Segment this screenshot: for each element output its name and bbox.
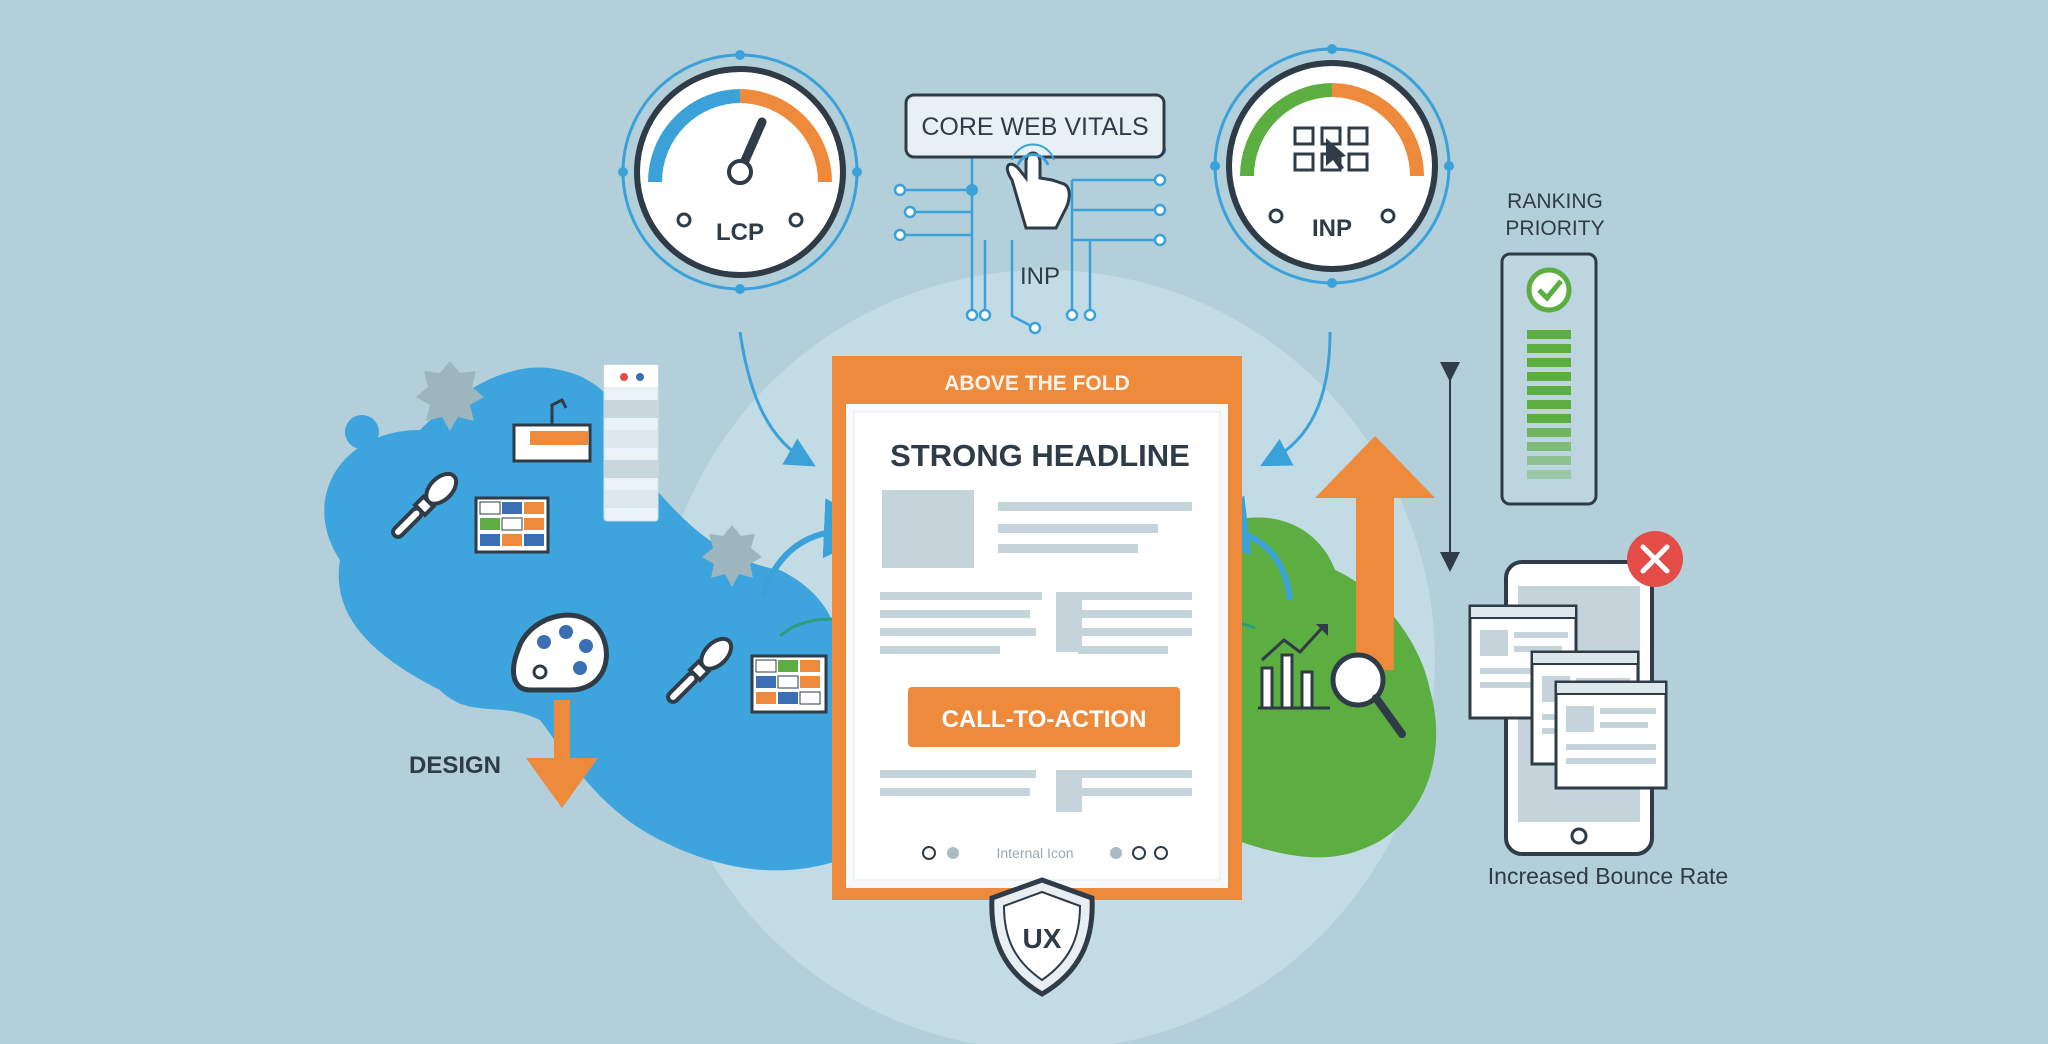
bounce-rate-label: Increased Bounce Rate <box>1488 863 1728 889</box>
page-mockup: ABOVE THE FOLD STRONG HEADLINE CALL-TO-A… <box>832 356 1242 900</box>
strong-headline: STRONG HEADLINE <box>890 438 1190 473</box>
column-divider <box>1056 592 1082 652</box>
text-line <box>880 628 1036 636</box>
above-fold-label: ABOVE THE FOLD <box>944 372 1130 395</box>
palette-icon <box>511 612 609 693</box>
hero-image-placeholder <box>882 490 974 568</box>
pager-dot[interactable] <box>947 847 959 859</box>
cta-button[interactable] <box>908 687 1180 747</box>
swatch-strip <box>603 364 659 522</box>
footer-text: Internal Icon <box>996 845 1073 861</box>
text-line <box>880 646 1000 654</box>
text-line <box>880 610 1030 618</box>
text-line <box>1078 646 1168 654</box>
gear-icon <box>702 525 762 587</box>
arrow-inp-to-page <box>1260 331 1332 467</box>
text-line <box>880 788 1030 796</box>
pager-dot[interactable] <box>1154 846 1168 860</box>
arrow-lcp-to-page <box>738 331 816 467</box>
ranking-meter <box>1500 252 1598 506</box>
text-line <box>998 524 1158 533</box>
pager-dot[interactable] <box>1132 846 1146 860</box>
text-line <box>1078 628 1192 636</box>
text-line <box>880 770 1036 778</box>
inp-gauge-label: INP <box>1312 215 1352 242</box>
ux-badge-label: UX <box>1023 923 1062 954</box>
text-line <box>998 544 1138 553</box>
blob-bubble-1 <box>345 415 379 449</box>
hand-pointer-icon <box>1005 143 1071 230</box>
gear-icon <box>416 361 484 431</box>
magnifier-icon <box>1330 652 1406 738</box>
design-window-icon <box>512 397 592 463</box>
lcp-gauge: LCP <box>618 50 862 294</box>
text-line <box>1078 592 1192 600</box>
bounce-window-3 <box>1554 680 1668 790</box>
ranking-label: RANKING <box>1507 190 1603 213</box>
circuit-hub <box>966 184 978 196</box>
text-line <box>880 592 1042 600</box>
inp-gauge: INP <box>1210 44 1454 288</box>
grid-icon <box>750 654 828 714</box>
core-web-vitals-circuit <box>900 148 1160 330</box>
column-divider <box>1056 770 1082 812</box>
checkmark-icon <box>1526 267 1572 313</box>
pager-dot[interactable] <box>1110 847 1122 859</box>
core-web-vitals-label: CORE WEB VITALS <box>921 113 1148 141</box>
text-line <box>1078 770 1192 778</box>
cta-label: CALL-TO-ACTION <box>942 706 1147 733</box>
growth-up-arrow <box>1315 436 1435 670</box>
blob-bubble-2 <box>621 575 655 609</box>
text-line <box>1078 788 1192 796</box>
shield-icon: UX <box>989 877 1095 997</box>
grid-icon <box>474 496 550 554</box>
close-icon <box>1627 531 1683 587</box>
circuit-inp-label: INP <box>1020 263 1060 290</box>
paintbrush-icon <box>391 471 459 539</box>
lcp-label: LCP <box>716 219 764 246</box>
design-label: DESIGN <box>409 752 501 779</box>
text-line <box>998 502 1192 511</box>
design-down-arrow <box>526 700 598 808</box>
text-line <box>1078 610 1192 618</box>
chart-icon <box>1258 624 1330 710</box>
paintbrush-icon <box>666 636 734 704</box>
priority-label: PRIORITY <box>1505 217 1604 240</box>
pager-dot[interactable] <box>922 846 936 860</box>
